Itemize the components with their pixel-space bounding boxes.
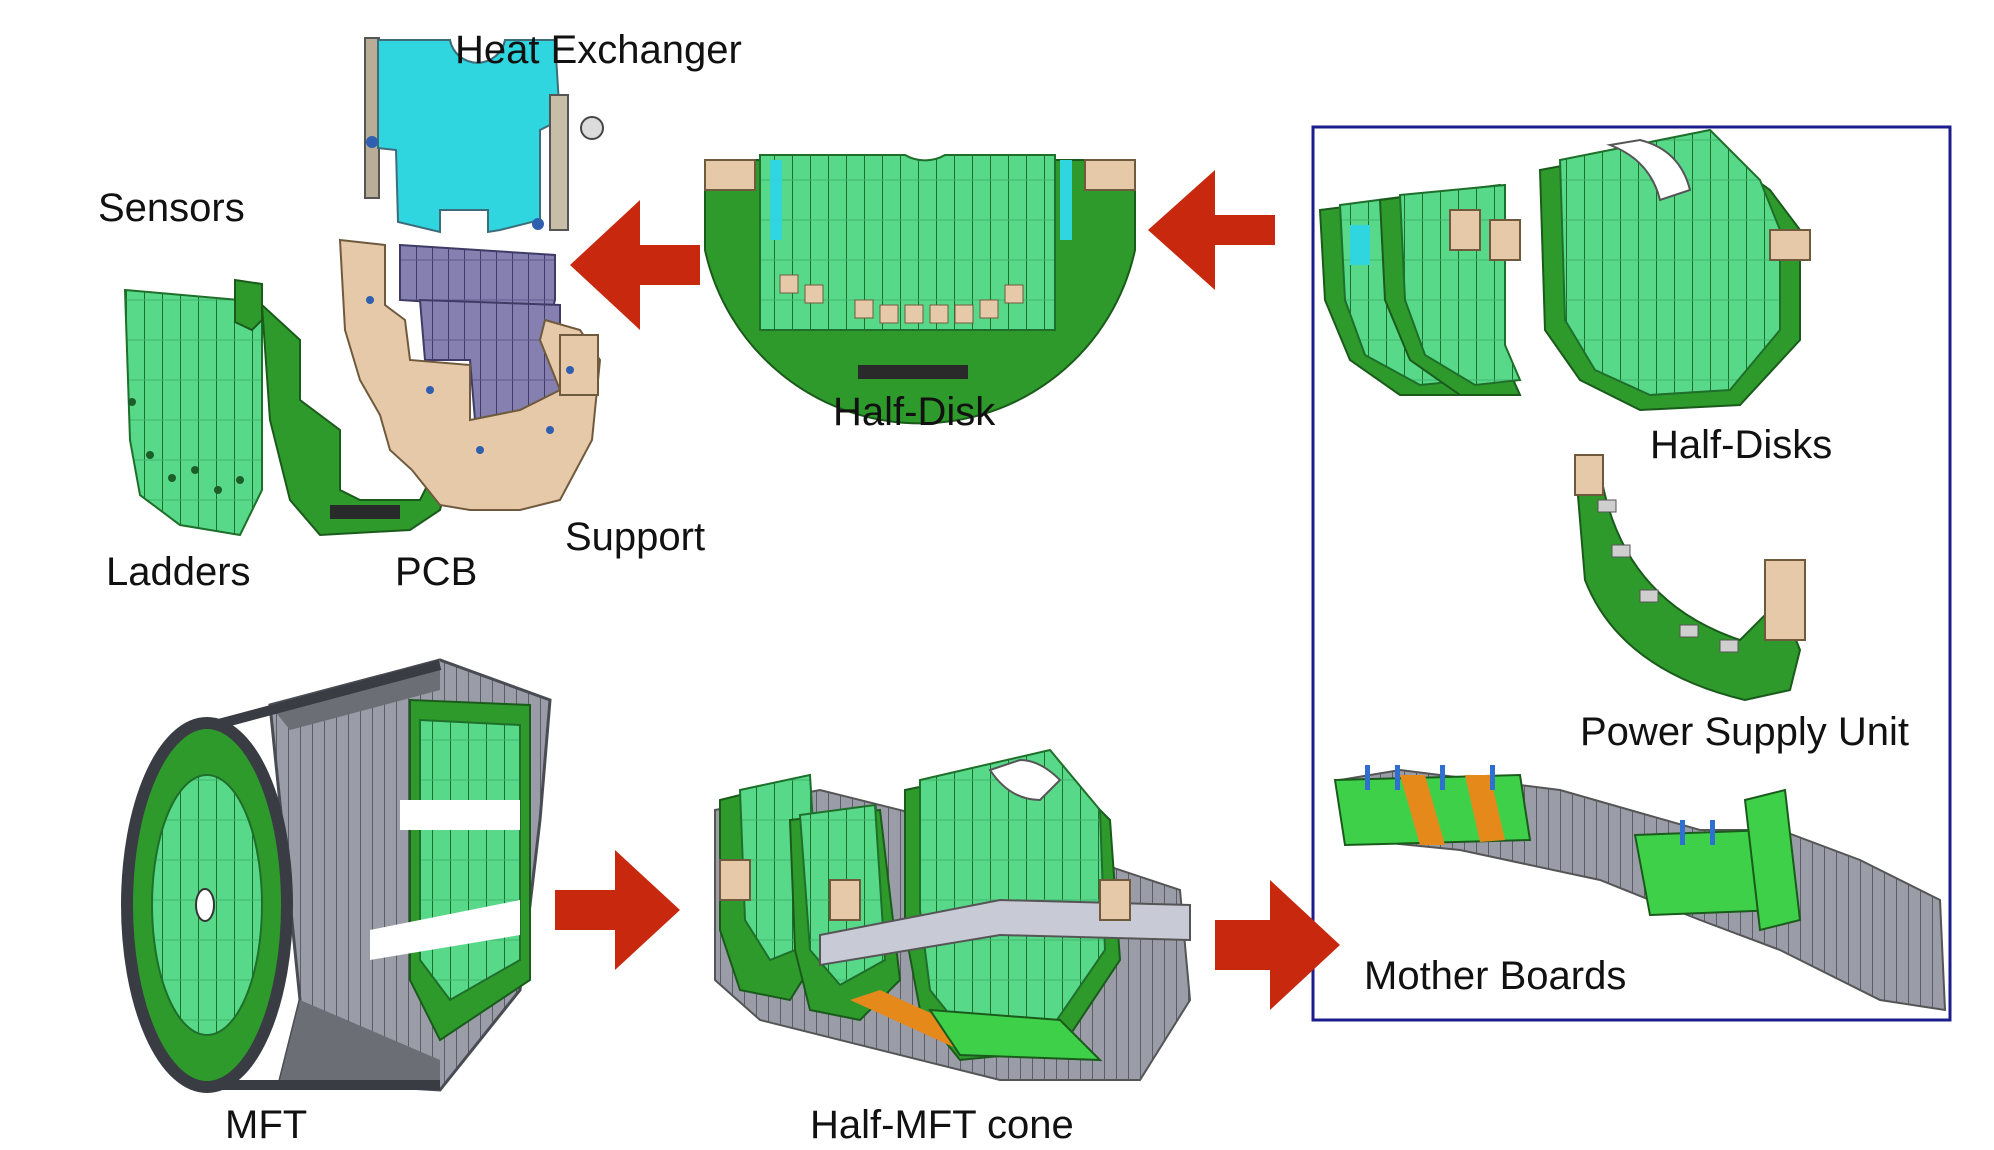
heat-exchanger-label: Heat Exchanger (455, 28, 742, 72)
pcb-label: PCB (395, 550, 478, 594)
arrow-half-disks-to-half-disk (1148, 170, 1275, 290)
mft-graphic (121, 658, 552, 1093)
half-disk-label: Half-Disk (833, 390, 996, 434)
half-disk-graphic (704, 154, 1136, 425)
arrow-mft-to-half-mft-cone (555, 850, 680, 970)
half-disks-label: Half-Disks (1650, 423, 1833, 467)
support-label: Support (565, 515, 706, 559)
assembly-box (1311, 125, 1952, 1022)
half-disks-graphic (1318, 128, 1811, 412)
mft-label: MFT (225, 1103, 308, 1147)
power-supply-unit-label: Power Supply Unit (1580, 710, 1910, 754)
half-mft-cone-graphic (714, 748, 1192, 1081)
heat-exchanger-graphic (364, 37, 604, 234)
arrow-half-mft-cone-to-box (1215, 880, 1340, 1010)
mother-boards-graphic (1333, 765, 1947, 1012)
power-supply-unit-graphic (1573, 454, 1806, 702)
support-graphic (338, 238, 602, 511)
sensors-label: Sensors (98, 186, 245, 230)
arrow-half-disk-to-components (570, 200, 700, 330)
ladders-graphic (123, 278, 263, 537)
ladders-label: Ladders (106, 550, 251, 594)
half-mft-cone-label: Half-MFT cone (810, 1103, 1074, 1147)
mother-boards-label: Mother Boards (1364, 954, 1627, 998)
